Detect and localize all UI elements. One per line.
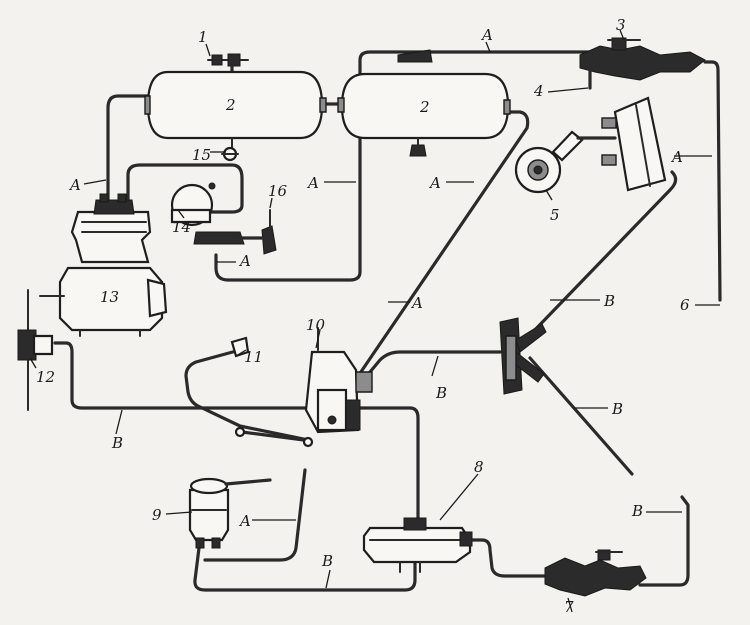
pipe-b-left [53, 341, 310, 410]
pipe-a-compressor-tank [106, 94, 152, 207]
part-number-labels: 1 2 2 3 4 5 6 7 8 9 10 11 12 13 14 15 16 [36, 16, 690, 616]
label-a-mid: A [306, 174, 319, 192]
pipe-b-bottom-right [638, 495, 690, 587]
pipe-a-valve9 [203, 468, 307, 562]
label-a-bottom: A [238, 512, 251, 530]
pipe-a-top [358, 50, 592, 82]
label-a-top: A [480, 26, 493, 44]
label-a-center: A [410, 294, 423, 312]
label-a-left: A [68, 176, 81, 194]
pipe-b-down-right [528, 356, 634, 476]
hand-valve-9 [188, 477, 272, 549]
label-b-left: B [111, 434, 123, 452]
label-a-low: A [238, 252, 251, 270]
label-1: 1 [198, 28, 208, 46]
pipe-b-to-7 [468, 538, 547, 578]
label-a-right: A [670, 148, 683, 166]
label-16: 16 [268, 182, 288, 200]
brake-valve-10 [304, 327, 373, 434]
label-9: 9 [152, 506, 162, 524]
air-tank-right [337, 72, 511, 157]
valve-16 [193, 209, 277, 255]
air-tank-left [144, 70, 327, 140]
label-14: 14 [172, 218, 191, 236]
pipe-a-diagonal [333, 110, 530, 412]
label-6: 6 [680, 296, 690, 314]
brake-chamber-5 [601, 96, 667, 192]
rear-brake-unit-7 [544, 549, 647, 597]
label-3: 3 [616, 16, 626, 34]
label-b-center: B [435, 384, 447, 402]
label-a-diag: A [428, 174, 441, 192]
compressor-13 [39, 193, 168, 337]
pedal-lever [184, 348, 310, 442]
label-11: 11 [244, 348, 263, 366]
tee-block [499, 317, 547, 395]
pipe-a-right [703, 60, 722, 302]
slack-adjuster-5 [514, 130, 617, 194]
pipe-b-to-valve8 [353, 406, 420, 522]
control-lines-b [53, 170, 690, 592]
relay-valve-8 [362, 517, 473, 573]
pipe-b-to-chamber [528, 170, 678, 337]
label-8: 8 [474, 458, 484, 476]
leader-lines [29, 29, 720, 613]
front-brake-unit-3 [397, 37, 706, 90]
line-labels: A A A A A A A A B B B B B B [68, 26, 683, 570]
safety-valve-1 [207, 53, 249, 74]
label-b-upper-right: B [603, 292, 615, 310]
label-5: 5 [550, 206, 560, 224]
label-2-left: 2 [225, 96, 236, 114]
drain-cock-15 [221, 137, 239, 162]
label-2-right: 2 [419, 98, 430, 116]
stop-light-switch-12 [17, 289, 54, 411]
label-b-bottom: B [321, 552, 333, 570]
label-15: 15 [192, 146, 211, 164]
label-7: 7 [564, 598, 574, 616]
label-4: 4 [533, 82, 544, 100]
pipe-a-low [214, 132, 362, 282]
label-12: 12 [36, 368, 55, 386]
air-lines-a [106, 50, 722, 562]
label-13: 13 [100, 288, 119, 306]
label-b-lower-right: B [611, 400, 623, 418]
pipe-a-governor [126, 163, 244, 214]
label-b-bottom-right: B [631, 502, 643, 520]
label-10: 10 [306, 316, 326, 334]
pipe-b-bottom [193, 538, 417, 592]
pipe-b-to-tee [353, 350, 502, 392]
